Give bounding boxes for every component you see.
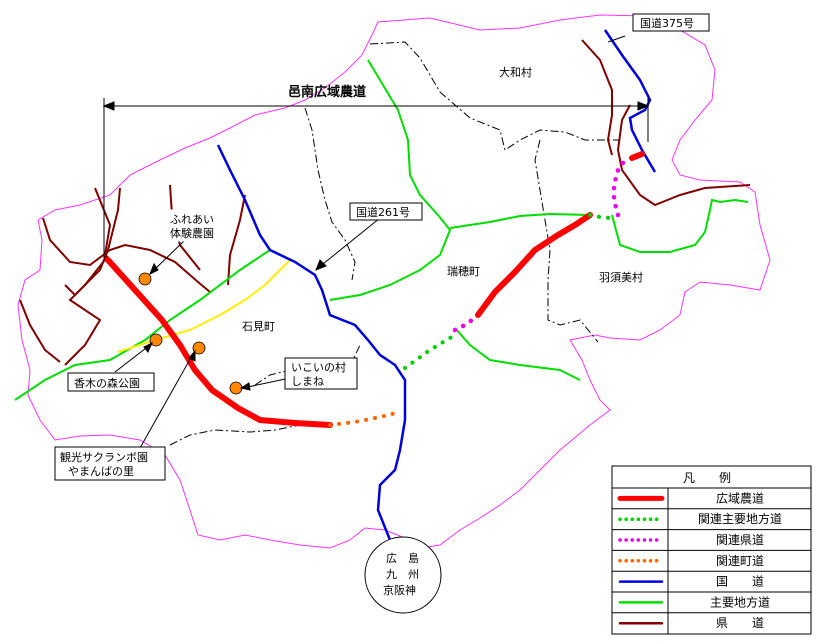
fureai-farm-point (138, 272, 152, 286)
route-span-arrow (102, 98, 650, 258)
wide-area-farm-road (105, 151, 645, 428)
related-major-local-dots (403, 333, 457, 370)
label-dest-2: 九 州 (386, 568, 419, 581)
sakuranbo-point (192, 341, 206, 355)
prefectural-roads (19, 39, 751, 366)
related-pref-dots-east (611, 157, 628, 218)
route-title: 邑南広域農道 (288, 84, 366, 100)
label-dest-1: 広 島 (386, 551, 419, 565)
related-pref-dots (452, 317, 475, 333)
national-roads (216, 29, 657, 541)
leader-lines (114, 35, 626, 449)
label-ikoi-2: しまね (291, 375, 324, 388)
destination-circle (364, 536, 442, 614)
map-labels: 大和村 国道375号 ふれあい 体験農園 国道261号 瑞穂町 羽須美村 石見町… (54, 13, 710, 614)
legend-title: 凡 例 (683, 471, 731, 485)
legend-label: 国 道 (716, 575, 764, 589)
kanoki-park-point (149, 333, 163, 347)
label-dest-3: 京阪神 (383, 583, 416, 597)
label-yamato: 大和村 (499, 65, 532, 79)
label-fureai-2: 体験農園 (170, 226, 214, 240)
label-sakuranbo-2: やまんばの里 (68, 465, 134, 478)
related-roads-dotted (328, 157, 628, 427)
legend-label: 関連主要地方道 (698, 511, 782, 526)
related-major-local-dots-east (588, 213, 612, 220)
label-kokudo375: 国道375号 (640, 16, 694, 30)
related-town-dots (328, 410, 402, 427)
legend-label: 県 道 (716, 616, 764, 630)
label-mizuho: 瑞穂町 (447, 264, 480, 278)
label-kanoki: 香木の森公園 (74, 376, 140, 390)
major-local-roads (14, 59, 749, 401)
label-fureai-1: ふれあい (170, 213, 214, 226)
legend-label: 関連県道 (716, 533, 764, 547)
label-sakuranbo-1: 観光サクランボ園 (60, 450, 148, 464)
legend-label: 関連町道 (716, 554, 764, 568)
label-hasumi: 羽須美村 (599, 270, 643, 284)
label-ikoi-1: いこいの村 (291, 360, 346, 374)
label-iwami: 石見町 (242, 320, 275, 333)
label-kokudo261: 国道261号 (356, 205, 410, 219)
legend-label: 広域農道 (716, 491, 764, 505)
legend-label: 主要地方道 (710, 594, 770, 609)
facility-points (138, 272, 243, 395)
